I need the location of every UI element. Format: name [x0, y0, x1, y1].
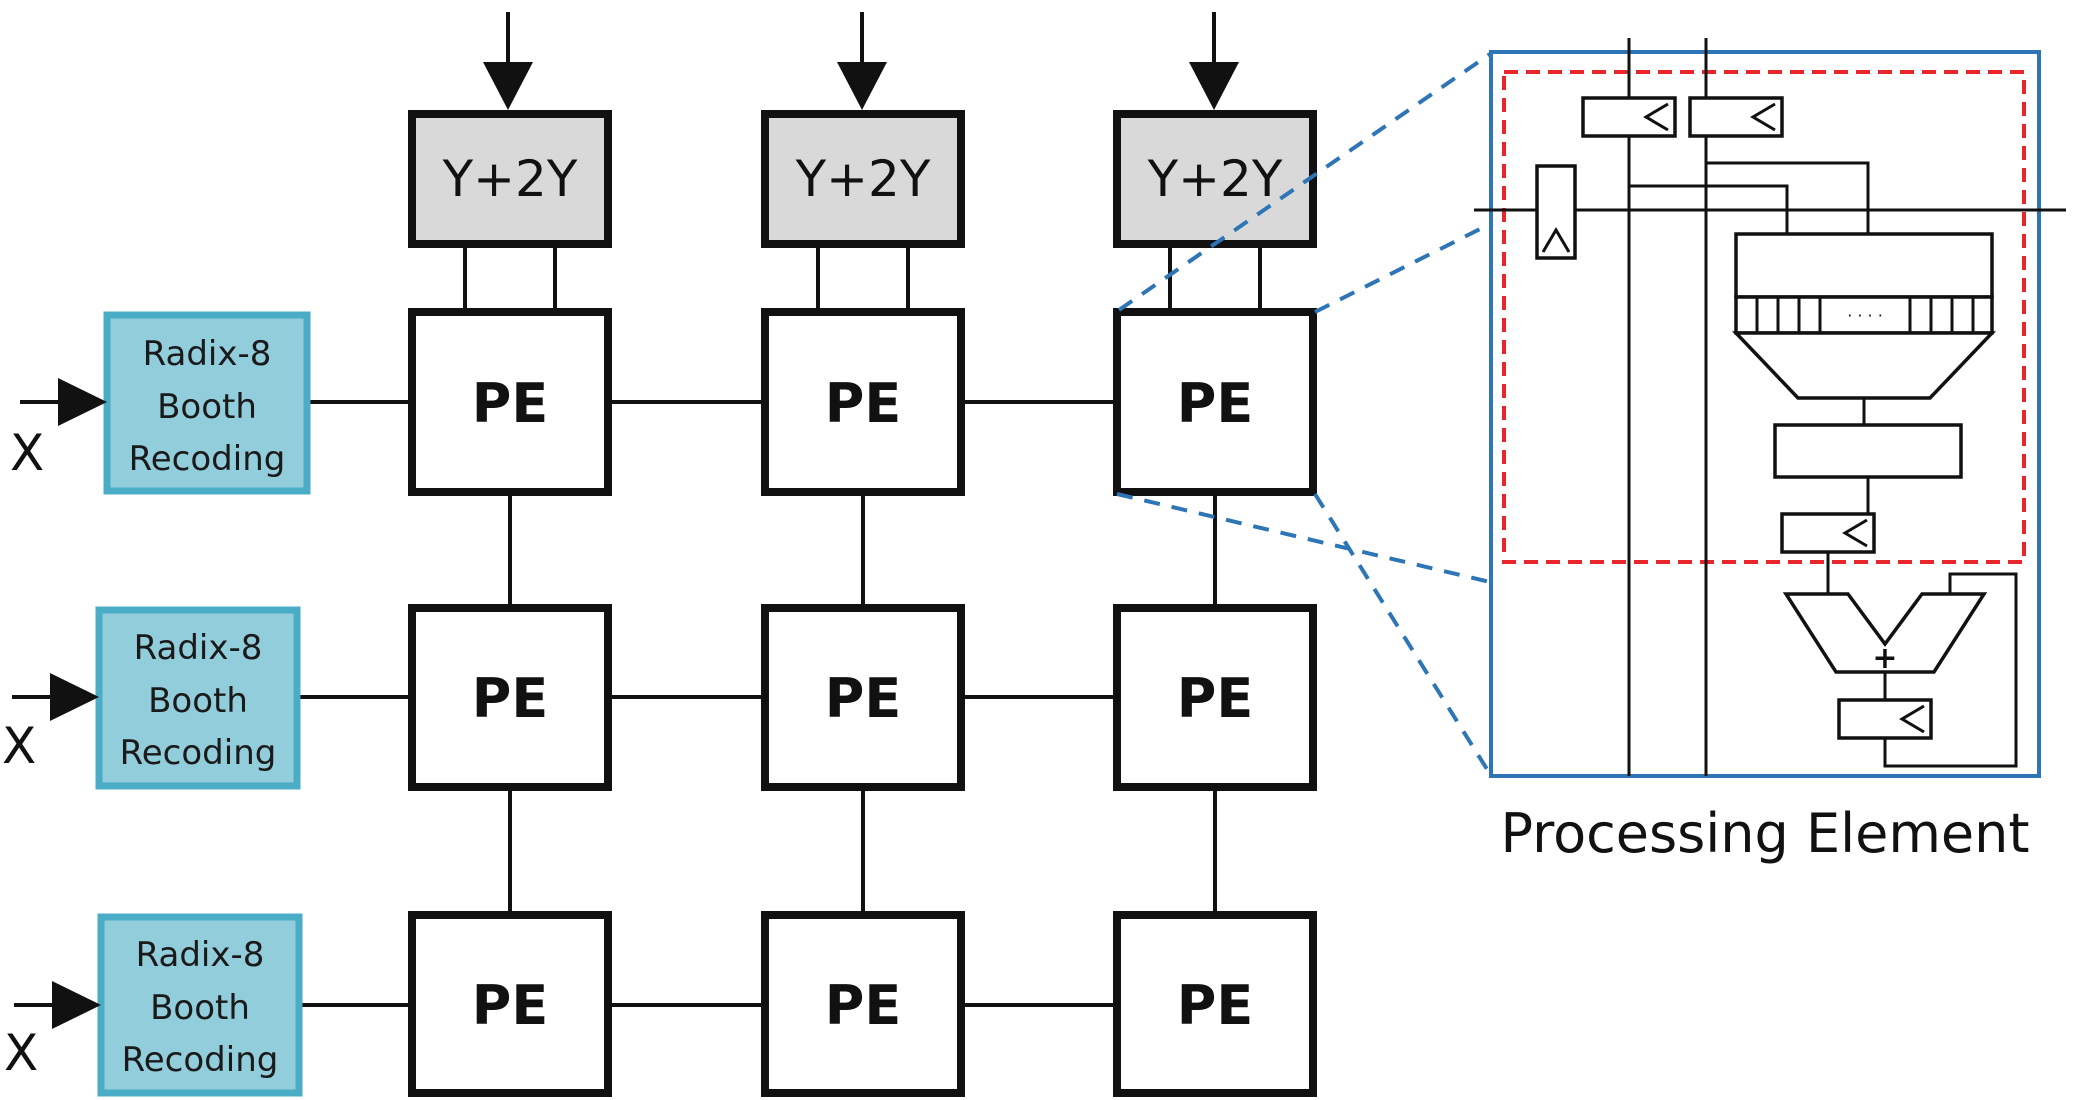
register: [1780, 512, 1876, 554]
booth-line-1: Radix-8: [136, 935, 265, 975]
pe-cell: PE: [761, 911, 965, 1097]
pe-grid-wires: [298, 400, 1217, 1007]
pe-row-3: PE PE PE: [408, 911, 1317, 1097]
y-unit-1: Y+2Y: [408, 110, 612, 248]
booth-line-3: Recoding: [122, 1040, 279, 1080]
booth-line-1: Radix-8: [143, 334, 272, 374]
x-input-3: X: [4, 981, 101, 1082]
y-input-arrows: [483, 12, 1239, 110]
register: [1688, 96, 1784, 138]
booth-line-3: Recoding: [129, 439, 286, 479]
pe-label: PE: [1177, 667, 1253, 730]
pe-label: PE: [472, 974, 548, 1037]
booth-unit-3: Radix-8 Booth Recoding: [97, 913, 303, 1097]
x-input-label: X: [10, 424, 44, 482]
booth-line-2: Booth: [150, 988, 250, 1028]
zoom-lines: [1116, 52, 1492, 776]
pe-label: PE: [472, 372, 548, 435]
booth-line-2: Booth: [157, 387, 257, 427]
pe-label: PE: [825, 974, 901, 1037]
booth-line-1: Radix-8: [134, 628, 263, 668]
booth-line-2: Booth: [148, 681, 248, 721]
pe-cell: PE: [408, 604, 612, 791]
x-input-label: X: [4, 1024, 38, 1082]
pe-cell: PE: [1113, 911, 1317, 1097]
adder-symbol: +: [1872, 641, 1897, 676]
accumulator-register: [1837, 698, 1933, 740]
pe-cell: PE: [1113, 604, 1317, 791]
register: [1535, 164, 1577, 260]
y-unit-label: Y+2Y: [795, 150, 931, 208]
pe-label: PE: [825, 667, 901, 730]
x-input-2: X: [2, 673, 99, 775]
y-unit-label: Y+2Y: [1147, 150, 1283, 208]
pe-row-1: PE PE PE: [408, 308, 1317, 496]
booth-unit-2: Radix-8 Booth Recoding: [95, 606, 301, 790]
pe-detail-frame: [1489, 50, 2041, 778]
pe-cell: PE: [761, 308, 965, 496]
y-unit-2: Y+2Y: [761, 110, 965, 248]
pe-cell: PE: [408, 308, 612, 496]
adder: [1782, 592, 1988, 674]
booth-line-3: Recoding: [120, 733, 277, 773]
x-input-1: X: [10, 378, 107, 482]
y-input-arrow-2: [837, 12, 887, 110]
multiplexer: [1731, 331, 1997, 400]
mux-select-lines: · · · ·: [1734, 295, 1994, 335]
y-input-arrow-3: [1189, 12, 1239, 110]
y-to-pe-connectors: [463, 244, 1262, 312]
y-unit-3: Y+2Y: [1113, 110, 1317, 248]
pe-label: PE: [472, 667, 548, 730]
pe-label: PE: [825, 372, 901, 435]
pe-detail-caption: Processing Element: [1500, 802, 2029, 865]
pe-cell: PE: [1113, 308, 1317, 496]
y-input-arrow-1: [483, 12, 533, 110]
y-unit-label: Y+2Y: [442, 150, 578, 208]
pe-row-2: PE PE PE: [408, 604, 1317, 791]
x-input-label: X: [2, 717, 36, 775]
register: [1581, 96, 1677, 138]
pe-cell: PE: [761, 604, 965, 791]
pe-cell: PE: [408, 911, 612, 1097]
booth-unit-1: Radix-8 Booth Recoding: [103, 311, 311, 495]
pe-label: PE: [1177, 372, 1253, 435]
shifter-block: [1773, 423, 1963, 479]
pe-detail: · · · · +: [1474, 38, 2066, 778]
mux-dots: · · · ·: [1847, 306, 1883, 325]
pe-label: PE: [1177, 974, 1253, 1037]
